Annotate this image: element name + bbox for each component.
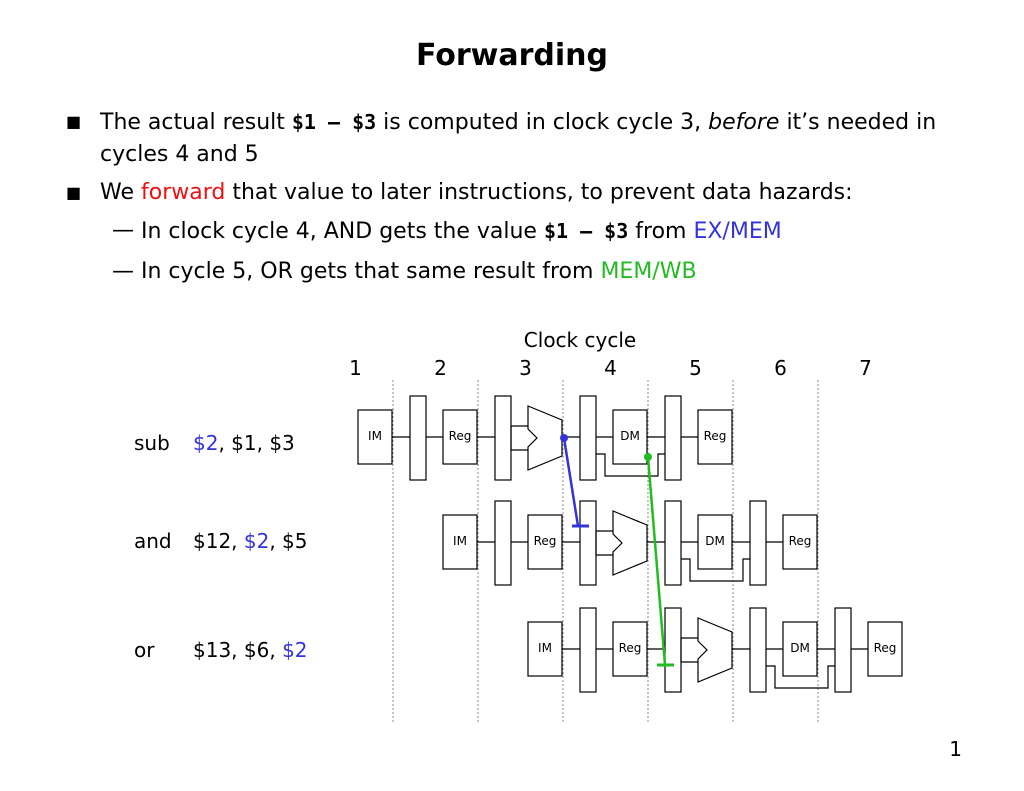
alu-block xyxy=(527,405,563,471)
instruction-opcode: or xyxy=(134,638,155,662)
reg-write-label: Reg xyxy=(704,429,727,443)
dm-block xyxy=(697,514,733,570)
dm-bypass-wire xyxy=(766,665,835,689)
cycle-number: 1 xyxy=(349,356,362,380)
dm-block xyxy=(782,621,818,677)
reg-write-label: Reg xyxy=(874,641,897,655)
forwarding-paths xyxy=(560,434,674,667)
forward-path-ex-mem xyxy=(560,434,589,528)
bullet-square-icon: ■ xyxy=(66,183,82,202)
highlight-ex-mem: EX/MEM xyxy=(693,219,782,244)
page-number: 1 xyxy=(949,737,962,761)
cycle-number: 5 xyxy=(689,356,702,380)
cycle-number: 6 xyxy=(774,356,787,380)
register-highlight: $2 xyxy=(193,431,218,455)
pipeline-register xyxy=(494,395,512,481)
register-highlight: $2 xyxy=(282,638,307,662)
pipeline-register xyxy=(494,500,512,586)
instruction-opcode: and xyxy=(134,529,172,553)
dm-label: DM xyxy=(620,429,640,443)
dash-icon: — xyxy=(112,259,134,284)
pipeline-row-1: IM Reg DM Reg xyxy=(357,395,733,481)
text-run: In cycle 5, OR gets that same result fro… xyxy=(141,259,601,284)
text-run: from xyxy=(628,219,694,244)
pipeline-register xyxy=(664,500,682,586)
reg-read-label: Reg xyxy=(449,429,472,443)
im-block xyxy=(527,621,563,677)
pipeline-register xyxy=(409,395,427,481)
im-label: IM xyxy=(453,534,467,548)
forward-arrow-line xyxy=(562,437,580,527)
dm-block xyxy=(612,409,648,465)
bullet-list: ■ The actual result $1 – $3 is computed … xyxy=(66,106,966,296)
reg-read-block xyxy=(442,409,478,465)
operand-text: $12, xyxy=(193,529,244,553)
text-run: In clock cycle 4, AND gets the value xyxy=(141,219,544,244)
sub-bullet-2: — In cycle 5, OR gets that same result f… xyxy=(66,256,966,288)
text-run: is computed in clock cycle 3, xyxy=(376,110,709,135)
italic-run: before xyxy=(708,110,780,135)
text-run: The actual result xyxy=(100,110,292,135)
im-label: IM xyxy=(368,429,382,443)
cycle-number: 3 xyxy=(519,356,532,380)
bullet-2-text: We forward that value to later instructi… xyxy=(100,180,853,205)
bullet-1: ■ The actual result $1 – $3 is computed … xyxy=(66,106,966,171)
dm-bypass-wire xyxy=(596,453,665,477)
instruction-operands: $12, $2, $5 xyxy=(193,529,308,553)
code-run: $1 – $3 xyxy=(291,110,377,134)
pipeline-register xyxy=(579,395,597,481)
dm-label: DM xyxy=(705,534,725,548)
clock-cycle-label: Clock cycle xyxy=(524,328,636,352)
pipeline-register xyxy=(579,607,597,693)
operand-text: $13, $6, xyxy=(193,638,282,662)
pipeline-register xyxy=(664,395,682,481)
alu-block xyxy=(697,617,733,683)
cycle-numbers: 1 2 3 4 5 6 7 xyxy=(349,356,872,380)
slide-title: Forwarding xyxy=(415,38,609,73)
bullet-1-text: The actual result $1 – $3 is computed in… xyxy=(100,110,936,167)
highlight-mem-wb: MEM/WB xyxy=(600,259,697,284)
cycle-number: 2 xyxy=(434,356,447,380)
pipeline-row-2: IM Reg DM Reg xyxy=(442,500,818,586)
pipeline-row-3: IM Reg DM Reg xyxy=(527,607,903,693)
text-run: that value to later instructions, to pre… xyxy=(225,180,853,205)
forward-arrow-line xyxy=(646,456,667,666)
reg-write-label: Reg xyxy=(789,534,812,548)
cycle-number: 7 xyxy=(859,356,872,380)
highlight-forward: forward xyxy=(141,180,226,205)
dm-label: DM xyxy=(790,641,810,655)
dash-icon: — xyxy=(112,218,134,243)
forward-path-mem-wb xyxy=(644,453,674,667)
reg-read-label: Reg xyxy=(534,534,557,548)
pipeline-register xyxy=(664,607,682,693)
bullet-2: ■ We forward that value to later instruc… xyxy=(66,177,966,209)
pipeline-register xyxy=(834,607,852,693)
pipeline-register xyxy=(579,500,597,586)
operand-text: , $1, $3 xyxy=(218,431,294,455)
instruction-opcode: sub xyxy=(134,431,170,455)
bullet-square-icon: ■ xyxy=(66,112,82,131)
im-label: IM xyxy=(538,641,552,655)
sub-bullet-1: — In clock cycle 4, AND gets the value $… xyxy=(66,215,966,248)
operand-text: , $5 xyxy=(269,529,307,553)
alu-block xyxy=(612,510,648,576)
pipeline-register xyxy=(749,500,767,586)
pipeline-register xyxy=(749,607,767,693)
im-block xyxy=(357,409,393,465)
register-highlight: $2 xyxy=(244,529,269,553)
instruction-operands: $2, $1, $3 xyxy=(193,431,295,455)
reg-read-label: Reg xyxy=(619,641,642,655)
cycle-number: 4 xyxy=(604,356,617,380)
text-run: it’s needed in cycles 4 and 5 xyxy=(100,110,937,167)
reg-write-block xyxy=(697,409,733,465)
code-run: $1 – $3 xyxy=(543,219,629,243)
instruction-operands: $13, $6, $2 xyxy=(193,638,308,662)
dm-bypass-wire xyxy=(681,558,750,582)
text-run: We xyxy=(100,180,141,205)
